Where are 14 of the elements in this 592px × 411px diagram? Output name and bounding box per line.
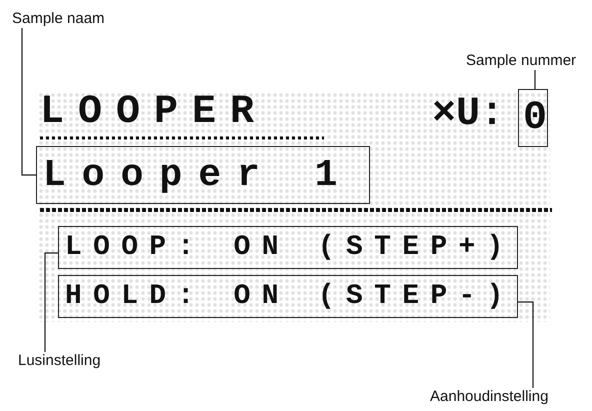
lcd-text: 0 [518,89,548,147]
leader-line [534,70,536,89]
leader-line [21,28,36,176]
lcd-text: LOOP: ON (STEP+) [58,226,518,269]
lcd-text: LOOPER [40,90,268,136]
callout-label: Aanhoudinstelling [430,388,582,406]
callout-label: Sample nummer [466,52,584,70]
lcd-text: Looper 1 [36,146,370,204]
lcd-text: ×U: [432,92,504,138]
lcd-text: HOLD: ON (STEP-) [58,275,518,318]
leader-line [518,301,534,388]
callout-label: Sample naam [12,10,112,28]
callout-label: Lusinstelling [18,352,138,370]
leader-line [44,252,58,352]
